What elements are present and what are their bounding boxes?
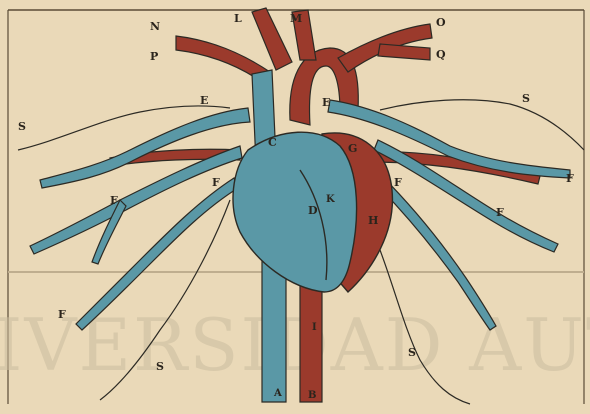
label-F-left-3: F (58, 308, 66, 321)
label-F-right-2: F (496, 206, 504, 219)
label-I: I (312, 322, 317, 333)
right-ventricle (233, 132, 357, 292)
label-E-right: E (322, 96, 330, 109)
label-Q: Q (436, 48, 446, 61)
label-F-left-1: F (212, 176, 220, 189)
label-N: N (150, 20, 160, 33)
label-S-bottom-right: S (408, 346, 416, 359)
label-M: M (290, 12, 302, 25)
label-S-top-right: S (522, 92, 530, 105)
label-F-left-2: F (110, 194, 118, 207)
label-S-bottom-left: S (156, 360, 164, 373)
label-H: H (368, 214, 378, 227)
label-L: L (234, 12, 242, 25)
label-F-right-3: F (566, 172, 574, 185)
label-S-top-left: S (18, 120, 26, 133)
label-O: O (436, 16, 446, 29)
label-A: A (273, 388, 282, 399)
carotid-artery-L (252, 8, 292, 70)
label-F-right-1: F (394, 176, 402, 189)
label-P: P (150, 50, 158, 63)
lung-outline-top-right (380, 100, 584, 150)
subclavian-right-lower (378, 44, 430, 60)
label-C: C (268, 136, 277, 149)
label-E-left: E (200, 94, 208, 107)
label-G: G (348, 142, 357, 155)
label-B: B (308, 390, 316, 401)
label-D: D (308, 204, 318, 217)
label-K: K (326, 194, 335, 205)
